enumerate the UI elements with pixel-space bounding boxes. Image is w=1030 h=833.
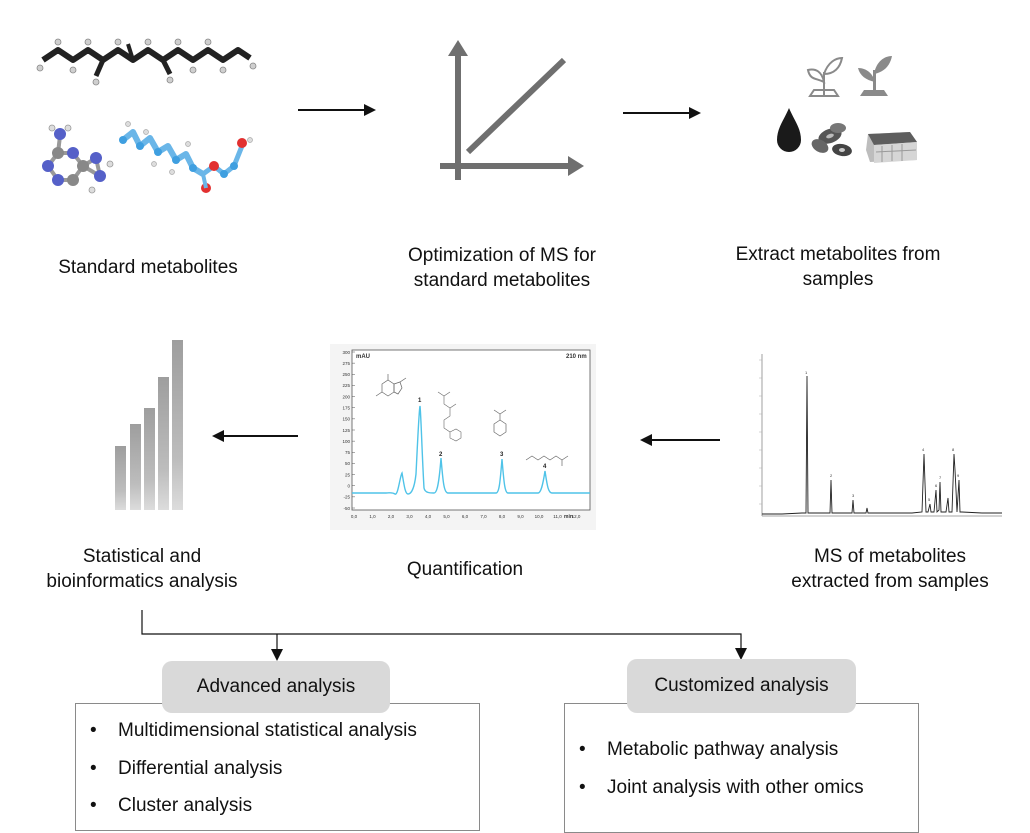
- y-tick-label: -25: [343, 495, 350, 500]
- x-tick-label: 1,0: [369, 514, 376, 519]
- caffeine-structure: [375, 374, 407, 397]
- y-tick-label: 300: [342, 350, 350, 355]
- list-item: •Differential analysis: [90, 758, 283, 779]
- svg-text:9: 9: [957, 473, 960, 478]
- x-tick-label: 0,0: [351, 514, 358, 519]
- advanced-analysis-list: •Multidimensional statistical analysis •…: [76, 719, 479, 818]
- sorbic-acid-structure: [525, 455, 569, 466]
- peak-label-2: 2: [439, 452, 443, 458]
- y-tick-label: 50: [345, 461, 351, 466]
- y-tick-label: 150: [342, 417, 350, 422]
- y-tick-label: 0: [347, 484, 350, 489]
- svg-text:8: 8: [952, 447, 955, 452]
- chromatogram-y-unit: mAU: [356, 354, 370, 360]
- customized-analysis-list: •Metabolic pathway analysis •Joint analy…: [565, 738, 918, 800]
- optimization-label: Optimization of MS for standard metaboli…: [408, 245, 596, 291]
- svg-text:5: 5: [928, 497, 931, 502]
- y-tick-label: 225: [342, 383, 350, 388]
- x-tick-label: 3,0: [406, 514, 413, 519]
- y-tick-label: 275: [342, 361, 350, 366]
- x-tick-label: 10,0: [535, 514, 544, 519]
- ms-extracted-label: MS of metabolites extracted from samples: [791, 546, 989, 592]
- y-tick-label: 25: [345, 472, 351, 477]
- svg-text:7: 7: [939, 475, 942, 480]
- arrow-left-1: [212, 430, 298, 442]
- svg-text:4: 4: [922, 447, 925, 452]
- list-item: •Metabolic pathway analysis: [579, 739, 839, 760]
- advanced-analysis-box: •Multidimensional statistical analysis •…: [75, 703, 480, 831]
- customized-analysis-title: Customized analysis: [627, 659, 856, 713]
- list-item: •Joint analysis with other omics: [579, 777, 864, 798]
- chromatogram-x-unit: min: [564, 514, 573, 520]
- bar-chart-icon: [115, 340, 183, 510]
- quantification-label: Quantification: [406, 559, 524, 580]
- advanced-analysis-title: Advanced analysis: [162, 661, 390, 713]
- svg-text:2: 2: [830, 473, 833, 478]
- statistical-analysis-label: Statistical and bioinformatics analysis: [46, 546, 238, 592]
- x-tick-label: 9,0: [517, 514, 524, 519]
- svg-text:6: 6: [935, 483, 938, 488]
- calibration-curve-icon: [440, 40, 584, 180]
- list-item: •Multidimensional statistical analysis: [90, 720, 417, 741]
- extract-metabolites-label: Extract metabolites from samples: [735, 244, 941, 290]
- y-tick-label: 175: [342, 406, 350, 411]
- list-item: •Cluster analysis: [90, 795, 253, 816]
- x-tick-label: 4,0: [425, 514, 432, 519]
- y-tick-label: 75: [345, 450, 351, 455]
- standard-metabolites-label: Standard metabolites: [58, 257, 238, 278]
- ms-spectrum-icon: 1 2 3 4 5 67 8 9: [759, 354, 1002, 517]
- arrow-right-2: [623, 107, 701, 119]
- y-tick-label: 125: [342, 428, 350, 433]
- customized-analysis-box: •Metabolic pathway analysis •Joint analy…: [564, 703, 919, 833]
- peptide-structure: [437, 391, 462, 442]
- svg-text:1: 1: [805, 370, 808, 375]
- branch-connector: [141, 610, 747, 661]
- hplc-chromatogram: 3002752502252001751501251007550250-25-50…: [330, 344, 596, 530]
- x-tick-label: 8,0: [499, 514, 506, 519]
- x-tick-label: 12,0: [572, 514, 581, 519]
- peak-label-3: 3: [500, 452, 504, 458]
- arrow-right-1: [298, 104, 376, 116]
- sample-types-icon: [777, 56, 917, 163]
- svg-text:3: 3: [852, 493, 855, 498]
- arrow-left-2: [640, 434, 720, 446]
- x-tick-label: 7,0: [480, 514, 487, 519]
- benzoic-acid-structure: [493, 409, 507, 437]
- chromatogram-wavelength: 210 nm: [566, 354, 587, 360]
- x-tick-label: 5,0: [443, 514, 450, 519]
- peak-label-4: 4: [543, 464, 547, 470]
- y-tick-label: 100: [342, 439, 350, 444]
- x-tick-label: 11,0: [553, 514, 562, 519]
- y-tick-label: -50: [343, 506, 350, 511]
- peak-label-1: 1: [418, 398, 422, 404]
- x-tick-label: 2,0: [388, 514, 395, 519]
- y-tick-label: 200: [342, 394, 350, 399]
- molecule-structures-icon: [36, 38, 257, 194]
- x-tick-label: 6,0: [462, 514, 469, 519]
- y-tick-label: 250: [342, 372, 350, 377]
